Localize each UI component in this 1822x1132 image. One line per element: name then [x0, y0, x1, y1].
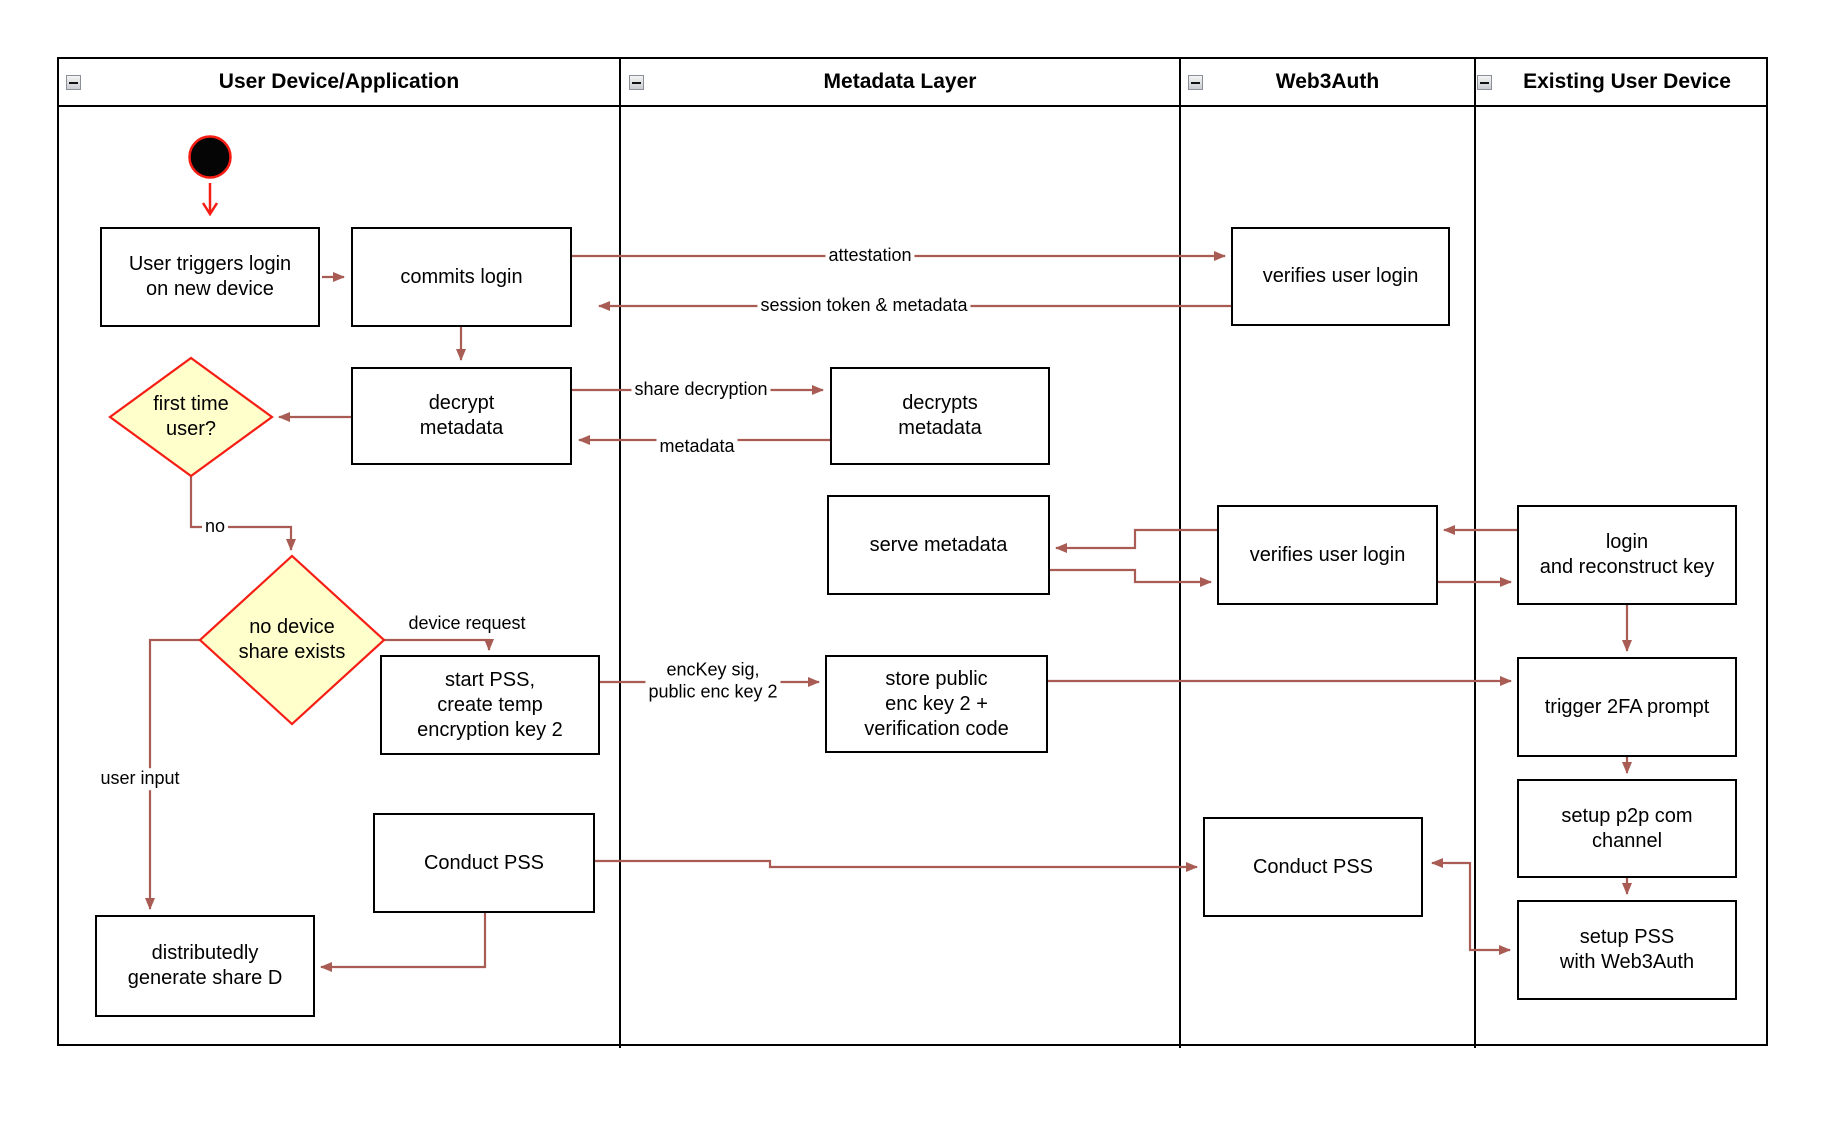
- collapse-lane-icon[interactable]: [66, 75, 81, 90]
- node-verifies-user-login-1[interactable]: verifies user login: [1231, 227, 1450, 326]
- lane-header-user-device: User Device/Application: [59, 57, 619, 107]
- node-decrypt-metadata[interactable]: decrypt metadata: [351, 367, 572, 465]
- collapse-lane-icon[interactable]: [1188, 75, 1203, 90]
- edge-label-enckey: encKey sig, public enc key 2: [645, 659, 781, 703]
- edge-no-branch: [189, 476, 296, 551]
- lane-header-web3auth: Web3Auth: [1181, 57, 1474, 107]
- edge-verifies-to-serve: [1055, 528, 1217, 553]
- node-distributedly-generate[interactable]: distributedly generate share D: [95, 915, 315, 1017]
- minus-icon: [632, 81, 641, 84]
- node-start-pss[interactable]: start PSS, create temp encryption key 2: [380, 655, 600, 755]
- lane-title: Metadata Layer: [823, 70, 977, 93]
- edge-device-request: [384, 638, 494, 651]
- start-node[interactable]: [188, 135, 232, 179]
- lane-divider-3: [1474, 57, 1476, 1048]
- diagram-border: [57, 57, 1768, 1046]
- node-commits-login[interactable]: commits login: [351, 227, 572, 327]
- node-conduct-pss-device[interactable]: Conduct PSS: [373, 813, 595, 913]
- node-store-public-key[interactable]: store public enc key 2 + verification co…: [825, 655, 1048, 753]
- edge-user-input: [145, 638, 200, 910]
- node-decrypts-metadata[interactable]: decrypts metadata: [830, 367, 1050, 465]
- node-user-triggers-login[interactable]: User triggers login on new device: [100, 227, 320, 327]
- lane-title: Existing User Device: [1523, 70, 1731, 93]
- decision-label: no device share exists: [238, 616, 346, 663]
- node-serve-metadata[interactable]: serve metadata: [827, 495, 1050, 595]
- node-login-reconstruct-key[interactable]: login and reconstruct key: [1517, 505, 1737, 605]
- collapse-lane-icon[interactable]: [629, 75, 644, 90]
- edge-label-metadata: metadata: [656, 436, 738, 458]
- node-trigger-2fa-prompt[interactable]: trigger 2FA prompt: [1517, 657, 1737, 757]
- header-divider: [57, 105, 1768, 107]
- edge-label-attestation: attestation: [825, 245, 915, 267]
- collapse-lane-icon[interactable]: [1477, 75, 1492, 90]
- lane-header-existing: Existing User Device: [1486, 57, 1768, 107]
- edge-conduct-to-setuppss: [1468, 862, 1511, 955]
- node-verifies-user-login-2[interactable]: verifies user login: [1217, 505, 1438, 605]
- edge-label-device-request: device request: [405, 613, 529, 635]
- decision-label: first time user?: [153, 393, 229, 440]
- minus-icon: [69, 81, 78, 84]
- decision-first-time-user[interactable]: [108, 356, 274, 478]
- edge-serve-to-verifies: [1050, 568, 1212, 587]
- edge-label-session-token: session token & metadata: [757, 295, 971, 317]
- lane-title: User Device/Application: [218, 70, 460, 93]
- minus-icon: [1480, 81, 1489, 84]
- minus-icon: [1191, 81, 1200, 84]
- node-setup-p2p-channel[interactable]: setup p2p com channel: [1517, 779, 1737, 878]
- node-conduct-pss-web3auth[interactable]: Conduct PSS: [1203, 817, 1423, 917]
- lane-title: Web3Auth: [1275, 70, 1380, 93]
- edge-conduct-to-shared: [320, 913, 487, 972]
- lane-divider-2: [1179, 57, 1181, 1048]
- lane-divider-1: [619, 57, 621, 1048]
- edge-label-no: no: [201, 516, 229, 538]
- decision-no-device-share[interactable]: [198, 554, 386, 726]
- lane-header-metadata: Metadata Layer: [621, 57, 1179, 107]
- edge-label-share-decryption: share decryption: [631, 379, 771, 401]
- edge-label-user-input: user input: [97, 768, 183, 790]
- edge-conduct-to-conduct: [595, 859, 1198, 872]
- node-setup-pss-web3auth[interactable]: setup PSS with Web3Auth: [1517, 900, 1737, 1000]
